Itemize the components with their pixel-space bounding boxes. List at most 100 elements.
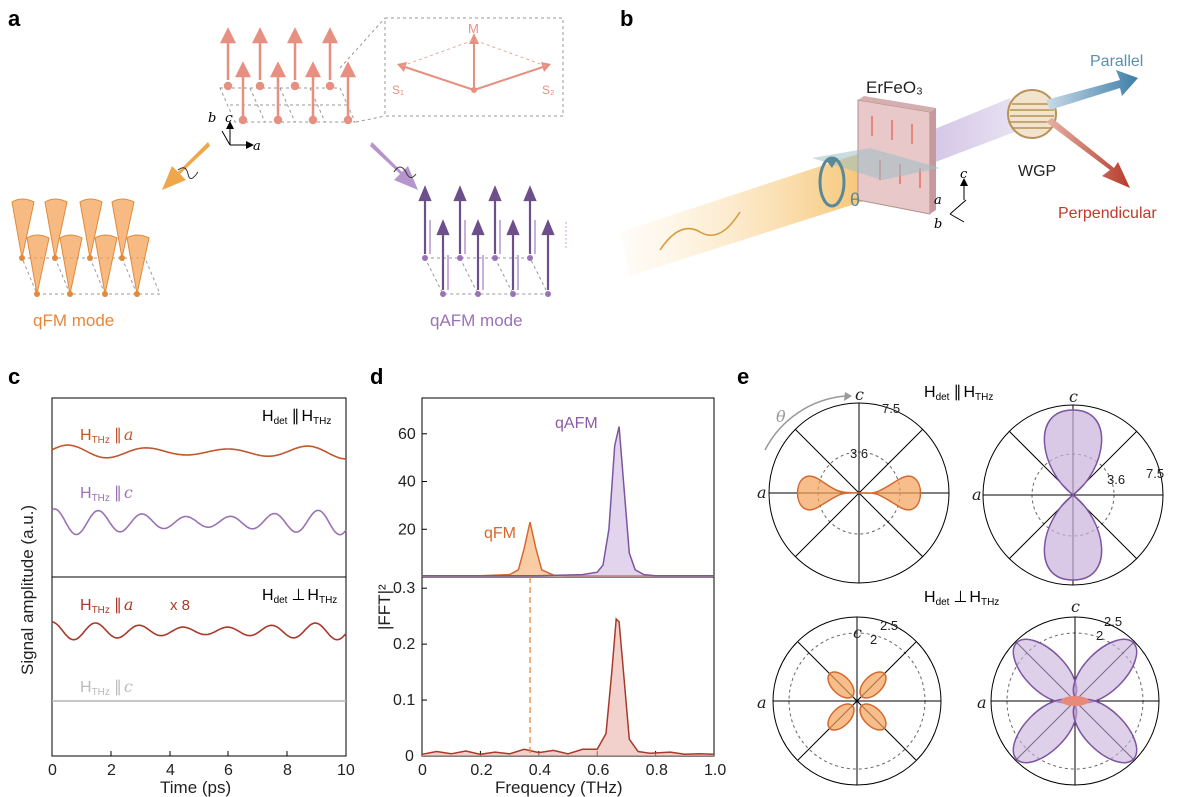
polar1-c-label: c — [855, 385, 864, 404]
polar4-inner-r: 2 — [1096, 628, 1103, 643]
d-xtick-label: 0.6 — [587, 762, 609, 779]
polar3-a-label: a — [757, 693, 767, 712]
d-bottom-series — [421, 617, 715, 756]
c-xtick-2: 4 — [166, 762, 175, 779]
svg-text:Hdet⊥HTHz: Hdet⊥HTHz — [262, 587, 337, 606]
perpendicular-label: Perpendicular — [1058, 205, 1157, 222]
d-xtick-label: 0.2 — [470, 762, 492, 779]
c-xlabel: Time (ps) — [160, 778, 231, 797]
trace2-label: HTHz∥c — [80, 483, 133, 504]
polar-top-left: θ c a 7.5 3.6 — [757, 385, 950, 584]
thz-beam — [620, 150, 880, 276]
panel-label-a: a — [8, 6, 21, 31]
trace3-label: HTHz∥a — [80, 595, 133, 616]
d-yticks-bottom: 0 0.1 0.2 0.3 — [393, 580, 427, 765]
spins-ground — [219, 27, 357, 125]
c-top-title: Hdet∥HTHz — [262, 408, 331, 427]
axis-a-label: a — [253, 139, 261, 154]
polar1-inner-r: 3.6 — [850, 446, 868, 461]
trace3-factor: x 8 — [170, 597, 190, 614]
crystal-label: ErFeO₃ — [866, 78, 923, 97]
panel-b: ErFeO₃ θ WGP Parallel Perpendicular c a — [620, 53, 1157, 276]
c-xtick-5: 10 — [337, 762, 355, 779]
d-area-qafm — [422, 426, 714, 577]
d-xtick-label: 0 — [418, 762, 427, 779]
polar1-outer-r: 7.5 — [882, 401, 900, 416]
qfm-lattice: qFM mode — [11, 198, 161, 330]
qafm-mode-label: qAFM mode — [430, 311, 523, 330]
d-xtick-label: 1.0 — [704, 762, 726, 779]
axis-a-b-label: a — [934, 193, 942, 208]
d-ytick-bottom-label: 0.1 — [393, 692, 415, 709]
polar2-a-label: a — [972, 485, 982, 504]
c-xtick-0: 0 — [48, 762, 57, 779]
d-line-qafm — [422, 426, 714, 577]
trace1-line — [51, 444, 346, 460]
c-ylabel: Signal amplitude (a.u.) — [18, 505, 37, 675]
polar4-c-label: c — [1071, 597, 1080, 616]
qafm-lattice: qAFM mode — [418, 185, 567, 330]
trace1-label: HTHz∥a — [80, 425, 133, 446]
thz-pulse-icon — [659, 211, 741, 251]
inset-s1-label: S₁ — [392, 83, 404, 97]
polar2-c-label: c — [1069, 387, 1078, 406]
c-xtick-4: 8 — [283, 762, 292, 779]
axis-c-b-label: c — [960, 167, 968, 182]
excitation-arrow-qafm — [370, 142, 418, 190]
d-ytick-top-label: 60 — [398, 426, 416, 443]
panel-label-e: e — [737, 364, 749, 389]
perpendicular-arrow — [1046, 118, 1130, 188]
e-top-title: Hdet∥HTHz — [924, 384, 993, 403]
polar3-c-label: c — [853, 623, 862, 642]
polar3-inner-r: 2 — [870, 632, 877, 647]
d-ylabel: |FFT|² — [375, 584, 394, 630]
polar1-a-label: a — [757, 483, 767, 502]
axis-c-label: c — [225, 111, 233, 126]
c-bottom-title: Hdet⊥HTHz — [262, 587, 337, 606]
trace4-label: HTHz∥c — [80, 677, 133, 698]
d-xlabel: Frequency (THz) — [495, 778, 623, 797]
d-yticks-top: 20 40 60 — [398, 426, 427, 538]
d-xtick-label: 0.8 — [646, 762, 668, 779]
panel-label-d: d — [370, 364, 383, 389]
d-top-series — [422, 426, 714, 577]
parallel-arrow — [1046, 70, 1138, 110]
rotation-theta: θ — [818, 156, 860, 210]
d-ytick-top-label: 20 — [398, 521, 416, 538]
d-ytick-top-label: 40 — [398, 474, 416, 491]
axis-b-b-label: b — [934, 217, 942, 232]
panel-c-xticks: 0 2 4 6 8 10 — [48, 751, 355, 779]
d-ytick-bottom-label: 0.3 — [393, 580, 415, 597]
d-area-qfm — [422, 522, 714, 577]
c-xtick-3: 6 — [224, 762, 233, 779]
d-line-bottom — [421, 617, 715, 756]
parallel-label: Parallel — [1090, 53, 1143, 70]
qafm-annotation: qAFM — [555, 415, 598, 432]
theta-e-label: θ — [776, 407, 786, 426]
inset-m-label: M — [468, 21, 479, 36]
d-line-qfm — [422, 521, 714, 577]
d-ytick-bottom-label: 0.2 — [393, 636, 415, 653]
polar3-outer-r: 2.5 — [880, 618, 898, 633]
qfm-annotation: qFM — [484, 525, 516, 542]
polar2-outer-r: 7.5 — [1146, 466, 1164, 481]
d-ytick-bottom-label: 0 — [405, 748, 414, 765]
panel-c: 0 2 4 6 8 10 Time (ps) Signal amplitude … — [18, 397, 355, 797]
trace3-line — [51, 621, 347, 641]
c-xtick-1: 2 — [107, 762, 116, 779]
axis-b-label: b — [208, 111, 216, 126]
panel-e: Hdet∥HTHz Hdet⊥HTHz θ c a 7.5 3.6 — [757, 384, 1164, 786]
polar-bottom-right: c a 2.5 2 — [977, 597, 1160, 786]
axes-triad-b: c a b — [934, 167, 968, 232]
polar2-inner-r: 3.6 — [1107, 472, 1125, 487]
polar-top-right: c a 7.5 3.6 — [972, 387, 1164, 586]
svg-text:Hdet∥HTHz: Hdet∥HTHz — [262, 408, 331, 427]
polar4-a-label: a — [977, 693, 987, 712]
axes-triad-a: c a b — [208, 111, 261, 154]
qfm-mode-label: qFM mode — [33, 311, 114, 330]
polar-bottom-left: c a 2.5 2 — [757, 616, 942, 786]
panel-a: c a b M S₁ S₂ — [11, 17, 567, 330]
